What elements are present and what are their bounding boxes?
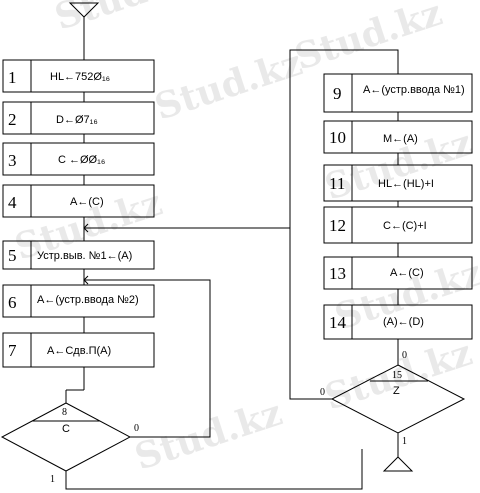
- decision-out-label: 0: [134, 423, 139, 434]
- decision-flag: C: [62, 423, 70, 435]
- watermark-text: Stud.kz: [290, 0, 447, 79]
- left-column-labels: 1 HL←752Ø₁₆ 2 D←Ø7₁₆ 3 C ←ØØ₁₆ 4 A←(C) 5…: [8, 68, 139, 485]
- decision-out-label: 1: [50, 474, 55, 485]
- block-number: 13: [329, 264, 346, 283]
- exit-terminator: [382, 456, 414, 472]
- block-number: 6: [8, 293, 17, 312]
- block-number: 10: [329, 128, 346, 147]
- block-2: [2, 101, 155, 135]
- watermark-text: Stud.kz: [130, 392, 287, 479]
- block-1: [2, 59, 155, 93]
- right-column-labels: 9 A←(устр.ввода №1) 10 M←(A) 11 HL←(HL)+…: [320, 84, 465, 447]
- block-text: M←(A): [383, 133, 418, 145]
- block-5: [2, 240, 155, 270]
- decision-out-label: 1: [402, 436, 407, 447]
- block-number: 14: [329, 313, 347, 332]
- watermark-text: Stud.kz: [150, 42, 307, 129]
- block-7: [2, 332, 155, 368]
- decision-number: 15: [392, 370, 402, 381]
- decision-in-label: 0: [402, 350, 407, 361]
- exit-line: [65, 449, 363, 490]
- block-number: 1: [8, 68, 17, 87]
- block-6: [2, 284, 155, 318]
- block-number: 3: [8, 151, 17, 170]
- right-loop-line: [289, 49, 399, 400]
- block-number: 4: [8, 193, 17, 212]
- decision-flag: Z: [393, 385, 400, 397]
- block-text: HL←752Ø₁₆: [50, 71, 110, 83]
- block-text: A←(устр.ввода №1): [363, 84, 465, 96]
- block-3: [2, 142, 155, 176]
- decision-out-label: 0: [320, 387, 325, 398]
- decision-number: 8: [62, 407, 67, 418]
- loop-back-line: [84, 279, 211, 438]
- block-number: 5: [8, 246, 17, 265]
- entry-terminator: [68, 2, 100, 18]
- block-text: Устр.выв. №1←(A): [37, 250, 132, 262]
- block-number: 2: [8, 110, 17, 129]
- block-text: A←(C): [390, 267, 424, 279]
- block-number: 7: [8, 341, 17, 360]
- block-number: 12: [329, 216, 346, 235]
- block-4: [2, 184, 155, 218]
- block-text: HL←(HL)+I: [378, 178, 434, 190]
- block-text: A←(C): [70, 196, 104, 208]
- block-text: A←Cдв.П(A): [47, 345, 111, 357]
- block-text: C←(C)+I: [383, 220, 427, 232]
- block-text: C ←ØØ₁₆: [58, 154, 105, 166]
- block-text: A←(устр.ввода №2): [37, 294, 139, 306]
- block-number: 9: [333, 84, 342, 103]
- block-number: 11: [329, 174, 345, 193]
- block-text: D←Ø7₁₆: [56, 114, 98, 126]
- block-text: (A)←(D): [383, 316, 424, 328]
